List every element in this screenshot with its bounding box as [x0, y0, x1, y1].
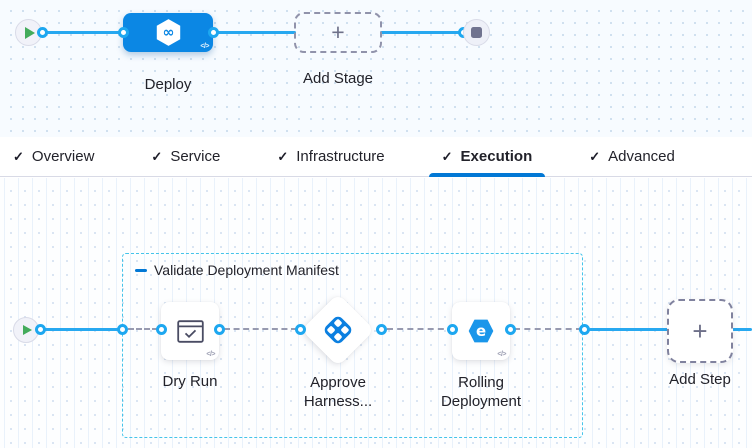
approve-out-port[interactable]: [376, 324, 387, 335]
add-stage-label: Add Stage: [302, 70, 374, 87]
edge-start-to-group: [40, 328, 122, 331]
step-label-dry-run: Dry Run: [162, 373, 218, 390]
tab-label: Advanced: [608, 148, 675, 165]
step-group-header: Validate Deployment Manifest: [135, 262, 339, 278]
stage-config-tabbar: ✓ Overview ✓ Service ✓ Infrastructure ✓ …: [0, 137, 752, 177]
collapse-group-icon[interactable]: [135, 268, 147, 272]
start-node-out-port[interactable]: [37, 27, 48, 38]
tab-label: Overview: [31, 148, 95, 165]
edge-approve-to-rolling: [387, 328, 454, 330]
edge-dryrun-to-approve: [224, 328, 297, 330]
group-out-port[interactable]: [579, 324, 590, 335]
edge-start-to-deploy: [40, 31, 125, 34]
tab-service[interactable]: ✓ Service: [138, 137, 233, 177]
deploy-in-port[interactable]: [118, 27, 129, 38]
step-group-validate-deployment-manifest: Validate Deployment Manifest: [122, 253, 583, 438]
play-icon: [25, 26, 35, 39]
code-icon[interactable]: </>: [206, 351, 215, 358]
stage-graph-canvas: ∞ </> + Deploy Add Stage: [0, 0, 752, 137]
dry-run-in-port[interactable]: [156, 324, 167, 335]
check-icon: ✓: [151, 148, 163, 164]
edge-addstage-to-end: [380, 31, 465, 34]
tab-advanced[interactable]: ✓ Advanced: [576, 137, 688, 177]
tab-label: Infrastructure: [296, 148, 385, 165]
check-icon: ✓: [441, 148, 453, 164]
tab-label: Execution: [460, 148, 533, 165]
dry-run-icon: [176, 319, 204, 343]
play-icon: [23, 325, 32, 335]
exec-start-out-port[interactable]: [35, 324, 46, 335]
check-icon: ✓: [13, 148, 24, 164]
edge-deploy-to-addstage: [211, 31, 296, 34]
code-icon[interactable]: </>: [200, 43, 209, 50]
pipeline-end-node[interactable]: [463, 19, 490, 46]
stage-node-deploy[interactable]: ∞ </>: [123, 13, 213, 52]
step-label-approve: Approve Harness...: [303, 374, 373, 410]
edge-group-to-dryrun: [128, 328, 158, 330]
tab-execution[interactable]: ✓ Execution: [428, 137, 546, 177]
rolling-out-port[interactable]: [505, 324, 516, 335]
step-node-dry-run[interactable]: </>: [161, 302, 219, 360]
step-group-title: Validate Deployment Manifest: [154, 262, 339, 278]
edge-group-to-addstep: [589, 328, 669, 331]
approve-in-port[interactable]: [295, 324, 306, 335]
harness-stage-icon: ∞: [156, 19, 180, 46]
tab-infrastructure[interactable]: ✓ Infrastructure: [264, 137, 397, 177]
edge-rolling-to-group-end: [514, 328, 582, 330]
check-icon: ✓: [277, 148, 289, 164]
rolling-in-port[interactable]: [447, 324, 458, 335]
svg-text:e: e: [476, 322, 486, 340]
plus-icon: +: [692, 316, 708, 346]
step-node-rolling-deployment[interactable]: e </>: [452, 302, 510, 360]
stop-icon: [471, 27, 482, 38]
step-label-rolling-deployment: Rolling Deployment: [440, 374, 522, 410]
edge-addstep-out: [732, 328, 752, 331]
deploy-out-port[interactable]: [208, 27, 219, 38]
check-icon: ✓: [589, 148, 601, 164]
group-in-port[interactable]: [117, 324, 128, 335]
dry-run-out-port[interactable]: [214, 324, 225, 335]
execution-graph-canvas: Validate Deployment Manifest </>: [0, 178, 752, 448]
add-step-label: Add Step: [669, 371, 731, 388]
plus-icon: +: [331, 19, 345, 45]
tab-overview[interactable]: ✓ Overview: [0, 137, 107, 177]
add-step-button[interactable]: +: [667, 299, 733, 363]
code-icon[interactable]: </>: [497, 351, 506, 358]
rolling-deployment-icon: e: [468, 319, 494, 343]
tab-label: Service: [170, 148, 221, 165]
add-stage-button[interactable]: +: [294, 12, 382, 53]
svg-text:∞: ∞: [162, 25, 174, 41]
stage-label-deploy: Deploy: [144, 76, 192, 93]
